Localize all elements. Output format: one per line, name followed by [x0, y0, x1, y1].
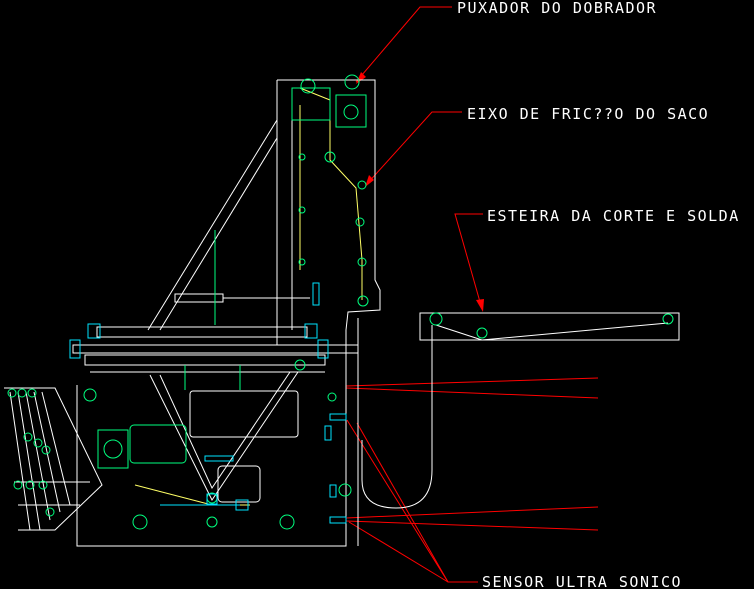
- tower-outline: [76, 79, 381, 547]
- sensor-beam-4: [345, 520, 599, 531]
- roller-6: [298, 258, 306, 266]
- conveyor-roller-right: [662, 313, 674, 325]
- leader-sensor-3: [348, 521, 449, 583]
- cage-line-1: [9, 391, 31, 531]
- sensor-beam-2: [345, 387, 599, 399]
- main-rail: [72, 344, 359, 354]
- conveyor-roller-left: [429, 312, 443, 326]
- cage-line-2: [17, 391, 41, 531]
- upper-gearbox: [335, 94, 367, 128]
- cage-line-4: [33, 391, 61, 513]
- cage-roller-8: [25, 480, 35, 490]
- frame-outline: [4, 79, 680, 547]
- label-esteira-da-corte: ESTEIRA DA CORTE E SOLDA: [487, 207, 740, 225]
- roller-5: [355, 217, 365, 227]
- wheel-left: [132, 514, 148, 530]
- sensor-body-upper: [329, 413, 347, 421]
- label-puxador-do-dobrador: PUXADOR DO DOBRADOR: [457, 0, 657, 17]
- cage-roller-10: [45, 507, 55, 517]
- sensor-mount-1: [324, 425, 332, 441]
- inner-panel: [189, 390, 299, 438]
- lower-gearbox: [97, 429, 129, 469]
- roller-1: [324, 151, 336, 163]
- labels: PUXADOR DO DOBRADOR EIXO DE FRIC??O DO S…: [457, 0, 740, 589]
- conveyor-frame: [419, 312, 680, 341]
- roller-2: [298, 153, 306, 161]
- lower-brace-inner: [159, 371, 291, 490]
- label-sensor-ultra-sonico: SENSOR ULTRA SONICO: [482, 573, 682, 589]
- control-box: [217, 465, 261, 503]
- lower-motor-hub: [103, 439, 123, 459]
- roller-7: [357, 257, 367, 267]
- conveyor-roller-middle: [476, 327, 488, 339]
- pulling-roller-1: [300, 78, 316, 94]
- roller-4: [298, 206, 306, 214]
- sensor-beam-3: [345, 506, 599, 519]
- conveyor-belt-bottom: [435, 324, 483, 341]
- lower-roller-1: [83, 388, 97, 402]
- cage-roller-3: [27, 388, 37, 398]
- conveyor-belt-bottom-2: [481, 322, 669, 341]
- wheel-center: [206, 516, 218, 528]
- cage-roller-9: [38, 480, 48, 490]
- brace-diagonal-outer: [147, 119, 278, 331]
- bracket-2: [204, 455, 234, 462]
- sensor-mount-2: [329, 484, 337, 498]
- cage-roller-5: [33, 438, 43, 448]
- cage-roller-6: [41, 445, 51, 455]
- lower-roller-2: [294, 359, 306, 371]
- leader-lines: [345, 6, 599, 583]
- cage-roller-7: [13, 480, 23, 490]
- wheel-right: [279, 514, 295, 530]
- brace-diagonal-inner: [159, 137, 278, 331]
- arrow-eixo: [365, 175, 374, 187]
- leader-eixo: [365, 111, 462, 186]
- lower-brace-left: [149, 371, 299, 501]
- rail-end-left: [69, 339, 81, 359]
- upper-motor: [291, 87, 331, 121]
- film-path-lower: [134, 484, 213, 506]
- gearbox-hub: [343, 104, 359, 120]
- leader-sensor-2: [356, 422, 449, 583]
- bracket-1: [312, 282, 320, 306]
- pulling-roller-2: [344, 74, 360, 90]
- cage-roller-1: [7, 388, 17, 398]
- arrow-esteira: [476, 299, 484, 312]
- roller-3: [357, 180, 367, 190]
- sensor-body-lower: [329, 516, 347, 524]
- cage-roller-2: [17, 388, 27, 398]
- lower-roller-3: [327, 392, 337, 402]
- lower-motor: [129, 424, 187, 464]
- components: [7, 74, 674, 530]
- leader-sensor-1: [346, 419, 478, 583]
- bag-loop: [361, 325, 433, 509]
- upper-cylinder: [174, 293, 224, 303]
- sensor-roller: [338, 483, 352, 497]
- cage-roller-4: [23, 432, 33, 442]
- crank-block: [206, 493, 218, 505]
- leader-esteira: [454, 213, 483, 310]
- cage-line-5: [41, 391, 71, 506]
- folding-cage: [4, 387, 103, 531]
- cylinder-end-left: [87, 323, 101, 339]
- leader-puxador: [355, 6, 452, 83]
- sensor-beam-1: [345, 377, 599, 387]
- cylinder-end-right: [304, 323, 318, 339]
- details: [69, 282, 347, 524]
- cylinder-beam: [96, 326, 308, 338]
- cage-line-3: [25, 391, 51, 521]
- film-path-upper: [299, 87, 363, 300]
- roller-8: [357, 295, 369, 307]
- label-eixo-de-friccao: EIXO DE FRIC??O DO SACO: [467, 105, 709, 123]
- rail-end-right: [317, 339, 329, 359]
- lower-rail: [84, 354, 326, 366]
